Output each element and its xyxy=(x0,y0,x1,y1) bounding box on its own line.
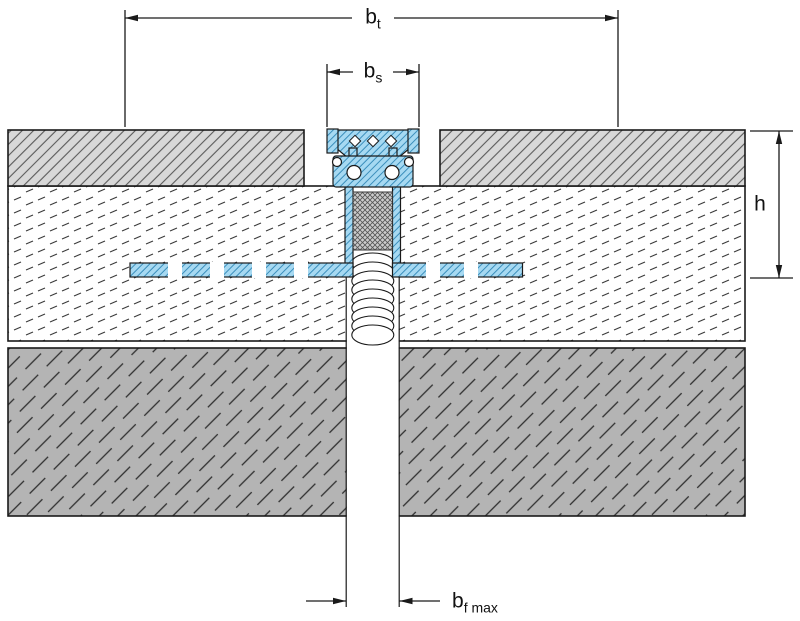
hook-opening-right xyxy=(403,156,415,168)
foam-backer-rod xyxy=(351,252,395,346)
profile-leg-right xyxy=(391,262,524,278)
label-bt-base: b xyxy=(365,5,377,29)
dim-bs xyxy=(326,64,420,127)
dim-bt xyxy=(124,10,619,127)
arrowhead xyxy=(125,14,138,22)
profile-top-nub-left xyxy=(326,128,339,154)
diamond-cutout xyxy=(384,134,398,148)
profile-wall-right xyxy=(391,185,402,267)
elastic-insert-mesh xyxy=(352,191,393,251)
label-h: h xyxy=(754,194,766,215)
label-bfmax: bf max xyxy=(452,589,498,615)
dim-bfmax xyxy=(306,597,440,605)
profile-mid-bar xyxy=(332,155,414,188)
coil-loop xyxy=(351,324,395,346)
label-h-base: h xyxy=(754,192,766,216)
arrowhead xyxy=(775,265,783,278)
leg-slot xyxy=(168,262,182,278)
diamond-cutout xyxy=(366,134,380,148)
leg-slot xyxy=(294,262,308,278)
leg-perforations xyxy=(168,262,478,278)
top-band-cutouts xyxy=(348,134,398,148)
joint-gap xyxy=(346,180,399,607)
joint-gap-edges xyxy=(345,256,400,607)
dim-h xyxy=(750,130,793,279)
label-bs: bs xyxy=(363,59,383,85)
profile-wall-left xyxy=(344,185,354,267)
label-bt: bt xyxy=(365,5,381,31)
tile-right xyxy=(439,129,746,187)
leg-slot xyxy=(464,262,478,278)
hook-opening-left xyxy=(331,156,343,168)
arrowhead xyxy=(406,68,419,76)
diamond-cutout xyxy=(348,134,362,148)
profile-leg-left xyxy=(129,262,354,278)
arrowhead xyxy=(399,597,413,605)
arrowhead xyxy=(327,68,340,76)
tile-left xyxy=(7,129,305,187)
arrowhead xyxy=(605,14,618,22)
leg-slot xyxy=(252,262,266,278)
tile-layer xyxy=(7,129,746,187)
label-bs-base: b xyxy=(363,59,376,83)
leg-slot xyxy=(426,262,440,278)
arrowhead xyxy=(333,597,346,605)
label-bfmax-sub: f max xyxy=(463,599,498,616)
screw-channel-left xyxy=(346,164,362,181)
leg-slot xyxy=(210,262,224,278)
profile-top-nub-right xyxy=(407,128,420,154)
joint-profile xyxy=(129,128,524,278)
label-bt-sub: t xyxy=(376,15,381,32)
label-bs-sub: s xyxy=(375,69,383,86)
screw-channel-right xyxy=(384,164,400,181)
label-bfmax-base: b xyxy=(452,589,464,613)
arrowhead xyxy=(775,131,783,144)
